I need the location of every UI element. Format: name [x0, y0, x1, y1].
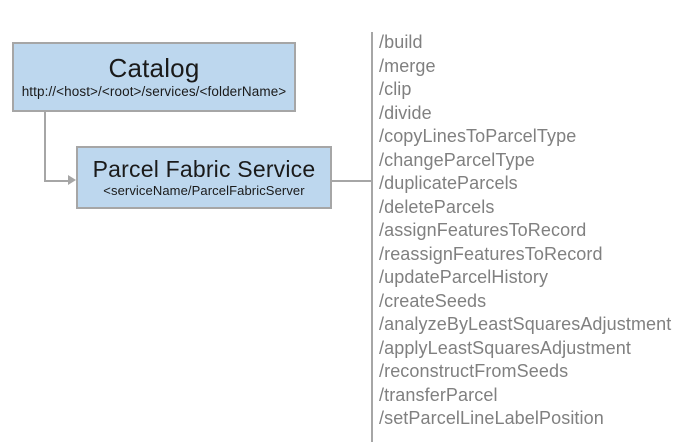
connector-vertical-catalog-to-service — [44, 112, 46, 182]
catalog-node: Catalog http://<host>/<root>/services/<f… — [12, 42, 296, 112]
operation-list-item: /setParcelLineLabelPosition — [379, 408, 604, 428]
operation-list-item: /createSeeds — [379, 290, 487, 311]
operations-list: /build/merge/clip/divide/copyLinesToParc… — [379, 31, 684, 431]
operation-list-item: /applyLeastSquaresAdjustment — [379, 337, 631, 358]
operation-list-item: /build — [379, 32, 423, 52]
operation-list-item: /transferParcel — [379, 384, 498, 405]
operation-list-item: /analyzeByLeastSquaresAdjustment — [379, 314, 672, 334]
operation-list-item: /divide — [379, 102, 432, 123]
operation-list-item: /merge — [379, 55, 436, 76]
operation-list-item: /updateParcelHistory — [379, 267, 549, 287]
operation-list-item: /clip — [379, 79, 412, 99]
catalog-node-title: Catalog — [108, 52, 200, 83]
operation-list-item: /deleteParcels — [379, 196, 495, 217]
connector-service-to-operations — [332, 180, 372, 182]
catalog-node-subtitle: http://<host>/<root>/services/<folderNam… — [21, 84, 287, 100]
operation-list-item: /duplicateParcels — [379, 173, 518, 193]
operation-list-item: /reconstructFromSeeds — [379, 361, 569, 381]
connector-horizontal-catalog-to-service — [44, 180, 72, 182]
operation-list-item: /assignFeaturesToRecord — [379, 220, 587, 240]
arrowhead-icon — [68, 175, 76, 185]
operation-list-item: /copyLinesToParcelType — [379, 126, 577, 146]
parcel-fabric-service-node: Parcel Fabric Service <serviceName/Parce… — [76, 146, 332, 209]
parcel-fabric-service-node-title: Parcel Fabric Service — [92, 155, 316, 182]
operation-list-item: /changeParcelType — [379, 149, 535, 170]
operations-divider — [371, 32, 373, 442]
parcel-fabric-service-node-subtitle: <serviceName/ParcelFabricServer — [103, 183, 305, 198]
operation-list-item: /reassignFeaturesToRecord — [379, 243, 603, 264]
